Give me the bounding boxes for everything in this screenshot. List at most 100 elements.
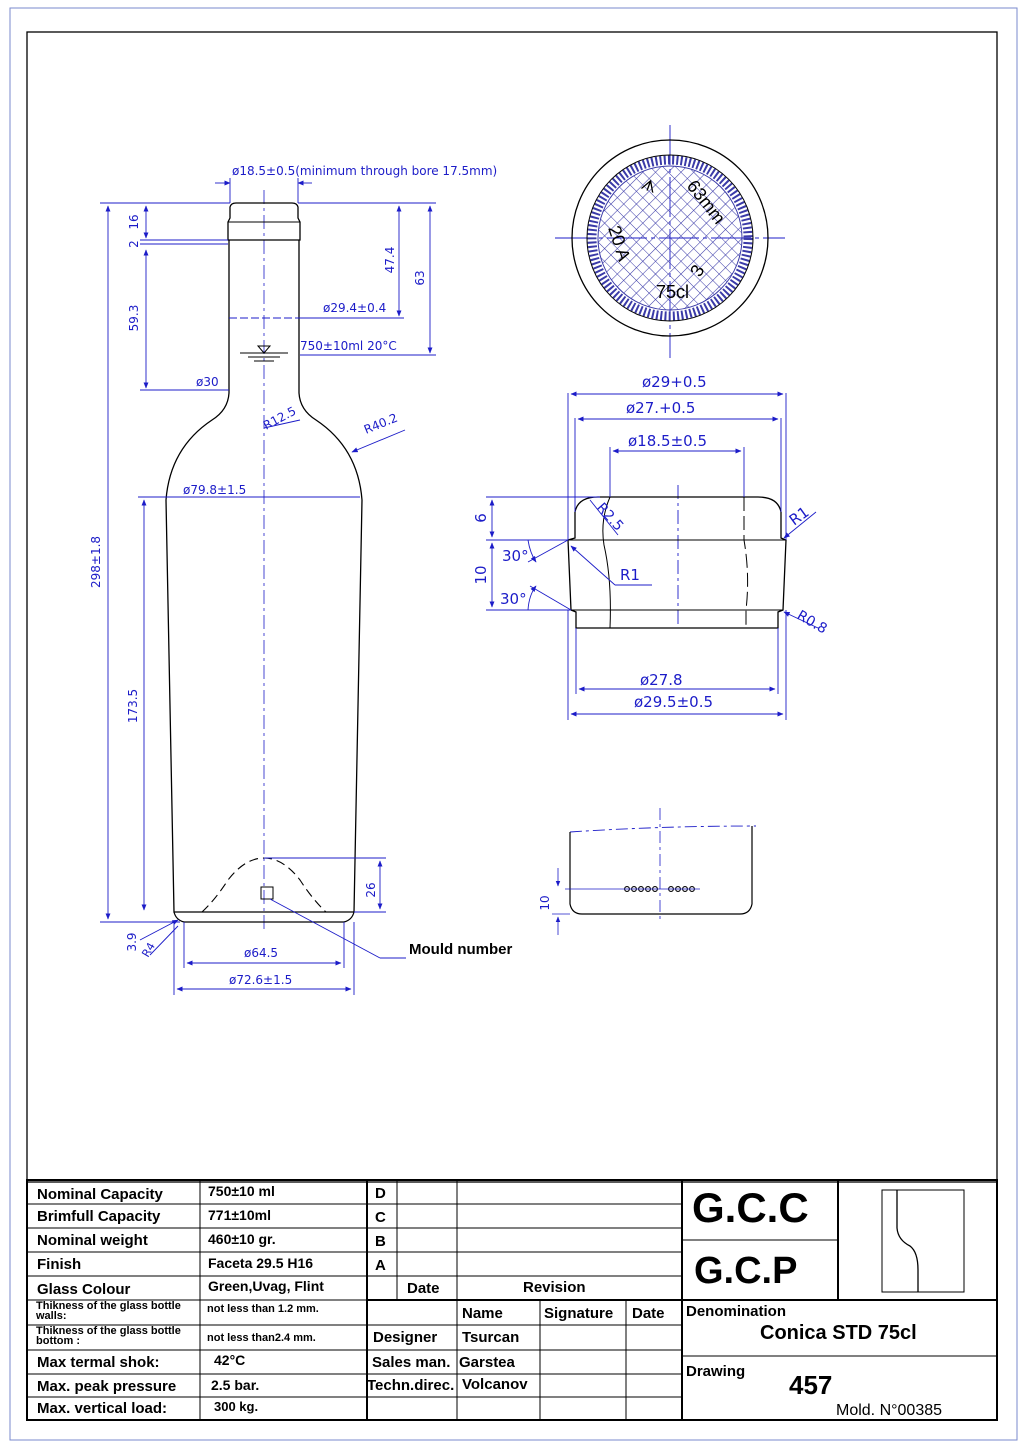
title-block <box>26 1179 998 1421</box>
revision-table: D C B A Date Revision <box>375 1185 586 1297</box>
fill-level-label: 750±10ml 20°C <box>300 339 397 353</box>
finish-angle1: 30° <box>502 547 529 565</box>
dim-height: 298±1.8 <box>89 536 103 588</box>
spec-value-4: Green,Uvag, Flint <box>208 1278 324 1294</box>
dim-26: 26 <box>364 882 378 897</box>
mould-no: Mold. N°00385 <box>836 1402 942 1419</box>
base-view: 63mm 20 A 75cl 3 ᗑ <box>555 125 785 358</box>
revision-date-header: Date <box>407 1280 440 1297</box>
finish-dimensions <box>486 391 819 720</box>
role-designer: Designer <box>373 1329 437 1346</box>
revision-header: Revision <box>523 1279 586 1296</box>
dim-16: 16 <box>127 214 141 229</box>
side-detail-outline <box>569 826 753 915</box>
name-header: Name <box>462 1305 503 1322</box>
finish-d18: ø18.5±0.5 <box>628 432 707 450</box>
neck-dia-label: ø29.4±0.4 <box>323 301 386 315</box>
spec-value-8: 2.5 bar. <box>211 1377 259 1393</box>
spec-label-0: Nominal Capacity <box>37 1186 164 1203</box>
finish-d10: 10 <box>472 565 490 584</box>
denomination-label: Denomination <box>686 1303 786 1320</box>
spec-label-9: Max. vertical load: <box>37 1400 167 1417</box>
finish-d27-8: ø27.8 <box>640 671 683 689</box>
company-name-2: G.C.P <box>694 1250 797 1292</box>
spec-label-5: Thikness of the glass bottle walls: <box>36 1300 181 1322</box>
logo-bottle-icon <box>896 1190 919 1292</box>
base-mesh <box>597 165 743 311</box>
revision-row-d: D <box>375 1185 386 1202</box>
sign-date-header: Date <box>632 1305 665 1322</box>
finish-detail <box>567 485 787 629</box>
side-detail: 10 <box>538 808 757 935</box>
bottle-base <box>173 911 355 923</box>
mould-number-box <box>260 886 274 900</box>
revision-row-a: A <box>375 1257 386 1274</box>
revision-row-b: B <box>375 1233 386 1250</box>
spec-value-6: not less than2.4 mm. <box>207 1332 316 1344</box>
r12-5-label: R12.5 <box>261 404 299 433</box>
spec-label-3: Finish <box>37 1256 81 1273</box>
mould-number-label: Mould number <box>409 941 512 958</box>
drawing-label: Drawing <box>686 1363 745 1380</box>
spec-value-0: 750±10 ml <box>208 1183 275 1199</box>
finish-outline <box>567 496 787 629</box>
dim-59-3: 59.3 <box>127 305 141 332</box>
company-name-1: G.C.C <box>692 1184 809 1231</box>
bottle-dimension-labels: ø18.5±0.5(minimum through bore 17.5mm) 1… <box>89 164 512 987</box>
bottle-outline <box>165 240 363 913</box>
finish-dimension-labels: ø29+0.5 ø27.+0.5 ø18.5±0.5 6 10 30° 30° … <box>472 373 830 711</box>
finish-d29: ø29+0.5 <box>642 373 707 391</box>
spec-label-8: Max. peak pressure <box>37 1378 176 1395</box>
r4-label: R4 <box>139 940 158 959</box>
name-designer: Tsurcan <box>462 1329 519 1346</box>
logo-frame <box>881 1189 965 1293</box>
dim-173-5: 173.5 <box>126 689 140 723</box>
specs-table: Nominal Capacity 750±10 ml Brimfull Capa… <box>36 1183 324 1417</box>
finish-d6: 6 <box>472 513 490 523</box>
shoulder-dia-label: ø30 <box>196 375 219 389</box>
company-block: G.C.C G.C.P Denomination Conica STD 75cl… <box>686 1184 942 1419</box>
dim-47-4: 47.4 <box>383 247 397 274</box>
dim-3-9: 3.9 <box>125 932 139 951</box>
r40-2-label: R40.2 <box>362 411 400 437</box>
finish-r1-top: R1 <box>786 503 813 529</box>
finish-r0-8: R0.8 <box>794 608 830 638</box>
dim-63: 63 <box>413 270 427 285</box>
name-tech: Volcanov <box>462 1376 528 1393</box>
fill-level-icon <box>240 345 288 362</box>
spec-label-4: Glass Colour <box>37 1281 131 1298</box>
finish-angle2: 30° <box>500 590 527 608</box>
signature-table: Name Signature Date Designer Tsurcan Sal… <box>367 1305 665 1394</box>
spec-value-9: 300 kg. <box>214 1399 258 1414</box>
bottle-finish <box>227 202 301 241</box>
base-outer-label: ø72.6±1.5 <box>229 973 292 987</box>
denomination-value: Conica STD 75cl <box>760 1322 917 1344</box>
spec-value-7: 42°C <box>214 1352 245 1368</box>
spec-label-6: Thikness of the glass bottle bottom : <box>36 1325 181 1347</box>
base-inner-label: ø64.5 <box>244 946 278 960</box>
body-dia-label: ø79.8±1.5 <box>183 483 246 497</box>
finish-r1-mid: R1 <box>620 566 640 584</box>
page-border-inner <box>26 31 998 1183</box>
spec-value-3: Faceta 29.5 H16 <box>208 1255 313 1271</box>
bottle-dimensions <box>100 178 436 995</box>
finish-d29-5: ø29.5±0.5 <box>634 693 713 711</box>
finish-r2-5: R2.5 <box>593 500 626 534</box>
revision-row-c: C <box>375 1209 386 1226</box>
spec-label-2: Nominal weight <box>37 1232 148 1249</box>
base-text-cl: 75cl <box>656 282 689 302</box>
drawing-number: 457 <box>789 1370 832 1400</box>
base-outer-circle <box>571 139 769 337</box>
spec-label-7: Max termal shok: <box>37 1354 160 1371</box>
spec-value-1: 771±10ml <box>208 1207 271 1223</box>
bore-label: ø18.5±0.5(minimum through bore 17.5mm) <box>232 164 497 178</box>
role-sales: Sales man. <box>372 1354 450 1371</box>
base-stippled-ring <box>587 155 753 321</box>
side-d10: 10 <box>538 895 552 910</box>
base-text-top: ᗑ <box>639 176 659 197</box>
spec-value-5: not less than 1.2 mm. <box>207 1303 319 1315</box>
finish-d27: ø27.+0.5 <box>626 399 695 417</box>
page-border-outer <box>9 7 1018 1441</box>
name-sales: Garstea <box>459 1354 516 1371</box>
